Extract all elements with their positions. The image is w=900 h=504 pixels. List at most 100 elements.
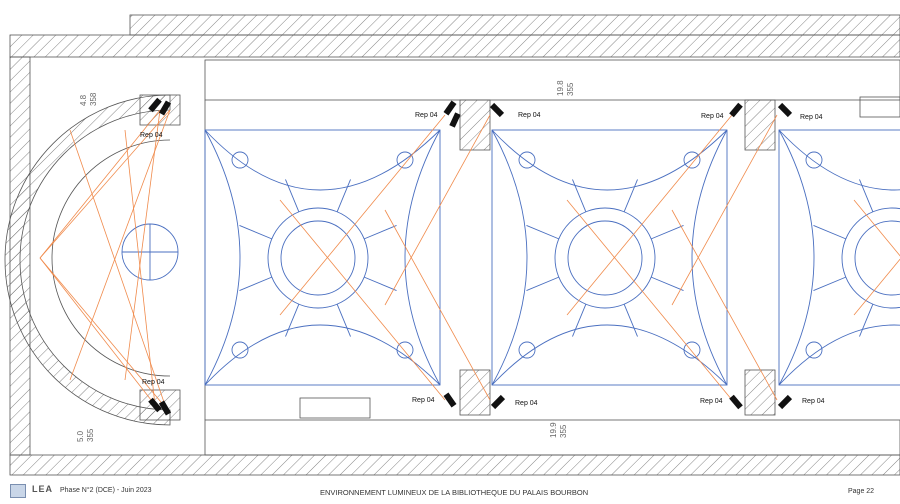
light-beam	[124, 109, 161, 381]
vault-oculus	[805, 341, 823, 359]
vault-rib	[336, 304, 351, 337]
light-beam	[39, 109, 161, 259]
luminaire-icon	[729, 102, 743, 118]
light-beams	[39, 109, 900, 409]
vault-oculus	[518, 151, 536, 169]
vault-oculus	[805, 151, 823, 169]
light-beam	[853, 258, 900, 316]
page-number: Page 22	[848, 488, 875, 495]
vault-rib	[239, 225, 272, 240]
vault-circle	[567, 220, 643, 296]
vault-circle	[280, 220, 356, 296]
light-beam	[384, 209, 491, 401]
luminaire-icon	[148, 97, 162, 113]
fixtures	[148, 97, 793, 416]
fixture-label: Rep 04	[415, 112, 438, 119]
vault-rib	[859, 179, 874, 212]
vault-oculus	[396, 341, 414, 359]
dimension-value: 19.9	[549, 422, 558, 438]
phase-text: Phase N°2 (DCE) - Juin 2023	[60, 487, 152, 494]
vault-bay	[491, 129, 728, 386]
light-beam	[69, 129, 167, 409]
vault-arc	[778, 324, 900, 386]
luminaire-icon	[449, 112, 461, 128]
luminaire-icon	[729, 394, 743, 410]
lea-logo: LEA	[32, 484, 53, 494]
vault-oculus	[683, 151, 701, 169]
vault-rib	[859, 304, 874, 337]
vault-rib	[239, 276, 272, 291]
fixture-label: Rep 04	[800, 114, 823, 121]
fixture-label: Rep 04	[412, 397, 435, 404]
light-beam	[279, 114, 446, 316]
vault-rib	[526, 225, 559, 240]
light-beam	[39, 257, 156, 406]
fixture-label: Rep 04	[802, 398, 825, 405]
vault-arc	[491, 129, 528, 386]
vault-arc	[491, 324, 728, 386]
light-beam	[279, 199, 446, 401]
luminaire-icon	[777, 394, 793, 410]
floor-plan: Rep 04 Rep 04 Rep 04 Rep 04 Rep 04 Rep 0…	[4, 14, 900, 476]
fixture-label: Rep 04	[140, 132, 163, 139]
vault-oculus	[518, 341, 536, 359]
fixture-label: Rep 04	[515, 400, 538, 407]
light-beam	[853, 199, 900, 257]
light-beam	[69, 109, 171, 381]
fixture-label: Rep 04	[701, 113, 724, 120]
vault-rib	[364, 225, 397, 240]
light-beam	[566, 114, 733, 316]
vault-rib	[572, 304, 587, 337]
vault-arc	[404, 129, 441, 386]
light-beam	[39, 109, 171, 259]
dimension-sub: 358	[89, 92, 98, 106]
vault-arc	[204, 129, 441, 191]
vault-arc	[691, 129, 728, 386]
vault-ring	[841, 207, 900, 309]
fixture-label: Rep 04	[518, 112, 541, 119]
luminaire-icon	[777, 102, 793, 118]
walls	[4, 14, 900, 476]
dimension-sub: 355	[559, 424, 568, 438]
vault-rib	[651, 225, 684, 240]
light-beam	[671, 209, 778, 401]
light-beam	[39, 257, 167, 409]
vault-oculus	[396, 151, 414, 169]
vault-rib	[651, 276, 684, 291]
dimension-labels: 19.8 355 4.8 358 5.0 355 19.9 355	[76, 80, 575, 442]
luminaire-icon	[489, 102, 505, 118]
vault-ring	[554, 207, 656, 309]
vault-ceilings	[204, 129, 900, 386]
vault-rib	[813, 276, 846, 291]
vault-arc	[491, 129, 728, 191]
vault-arc	[778, 129, 900, 191]
vault-arc	[204, 129, 241, 386]
apse-vault	[121, 223, 179, 281]
vault-oculus	[231, 151, 249, 169]
vault-ring	[267, 207, 369, 309]
vault-rib	[285, 179, 300, 212]
vault-oculus	[231, 341, 249, 359]
vault-rib	[623, 304, 638, 337]
dimension-value: 19.8	[556, 80, 565, 96]
light-beam	[671, 114, 778, 306]
vault-rib	[364, 276, 397, 291]
assemblee-logo	[10, 484, 26, 498]
vault-rib	[526, 276, 559, 291]
luminaire-icon	[148, 397, 162, 413]
light-beam	[566, 199, 733, 401]
dimension-sub: 355	[86, 428, 95, 442]
light-beam	[124, 129, 156, 406]
luminaire-icon	[158, 100, 172, 116]
luminaire-icon	[158, 400, 172, 416]
vault-bay	[204, 129, 441, 386]
vault-arc	[778, 129, 815, 386]
vault-bay	[778, 129, 900, 386]
footer: LEA Phase N°2 (DCE) - Juin 2023 ENVIRONN…	[0, 478, 900, 504]
luminaire-icon	[443, 100, 457, 116]
light-beam	[384, 114, 491, 306]
vault-arc	[204, 324, 441, 386]
vault-rib	[572, 179, 587, 212]
dimension-sub: 355	[566, 82, 575, 96]
vault-rib	[813, 225, 846, 240]
